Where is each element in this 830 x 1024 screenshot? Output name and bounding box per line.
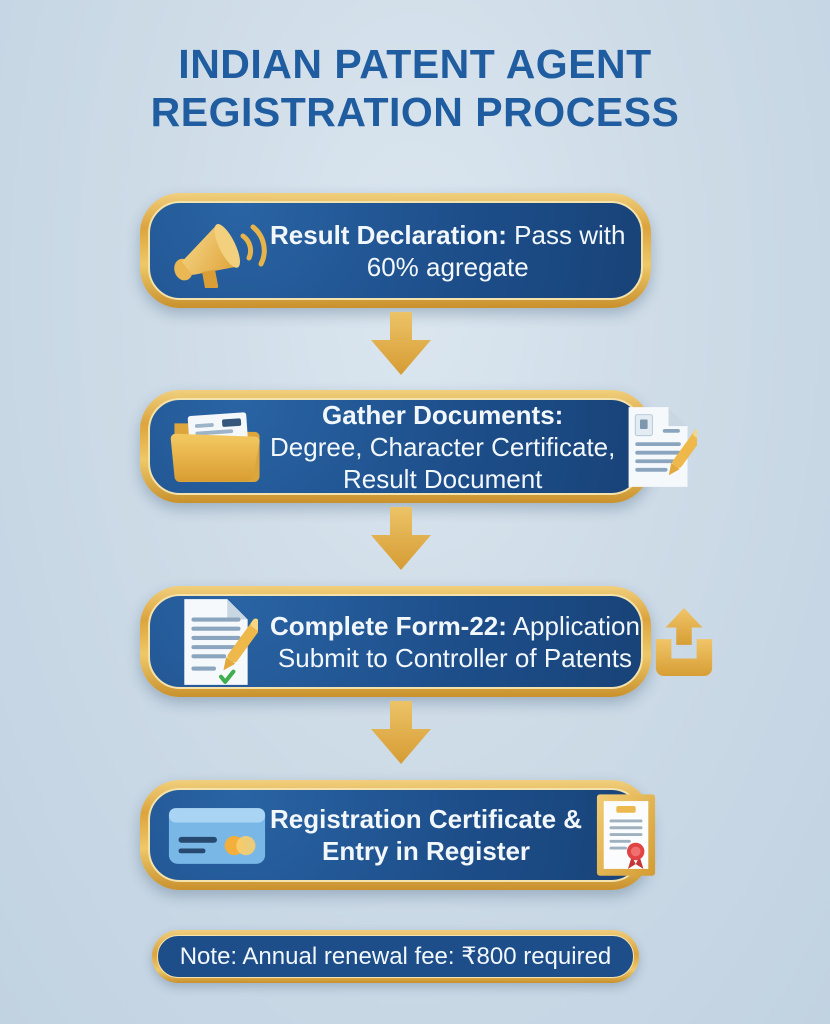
upload-icon xyxy=(640,606,728,678)
certificate-icon xyxy=(582,792,670,878)
megaphone-icon xyxy=(164,214,270,288)
step-box-complete-form-22: Complete Form-22: Application Submit to … xyxy=(140,586,713,697)
down-arrow-icon xyxy=(371,507,431,570)
step-box-gather-documents: Gather Documents: Degree, Character Cert… xyxy=(140,390,698,503)
step-box-registration-certificate: Registration Certificate & Entry in Regi… xyxy=(140,780,656,890)
id-card-icon xyxy=(164,800,270,870)
step-text: Result Declaration: Pass with 60% agrega… xyxy=(270,219,626,282)
folder-documents-icon xyxy=(164,406,270,488)
page-title-line2: REGISTRATION PROCESS xyxy=(150,89,680,135)
down-arrow-icon xyxy=(371,312,431,375)
step-text: Gather Documents: Degree, Character Cert… xyxy=(270,399,616,494)
step-text: Registration Certificate & Entry in Regi… xyxy=(270,804,583,866)
step-text: Complete Form-22: Application Submit to … xyxy=(270,610,640,673)
document-pen-icon xyxy=(615,403,703,491)
step-box-result-declaration: Result Declaration: Pass with 60% agrega… xyxy=(140,193,651,308)
document-pencil-check-icon xyxy=(164,595,270,689)
note-box: Note: Annual renewal fee: ₹800 required xyxy=(152,930,639,983)
note-text: Note: Annual renewal fee: ₹800 required xyxy=(179,943,612,970)
page-title: INDIAN PATENT AGENT REGISTRATION PROCESS xyxy=(0,40,830,136)
down-arrow-icon xyxy=(371,701,431,764)
page-title-line1: INDIAN PATENT AGENT xyxy=(178,41,652,87)
